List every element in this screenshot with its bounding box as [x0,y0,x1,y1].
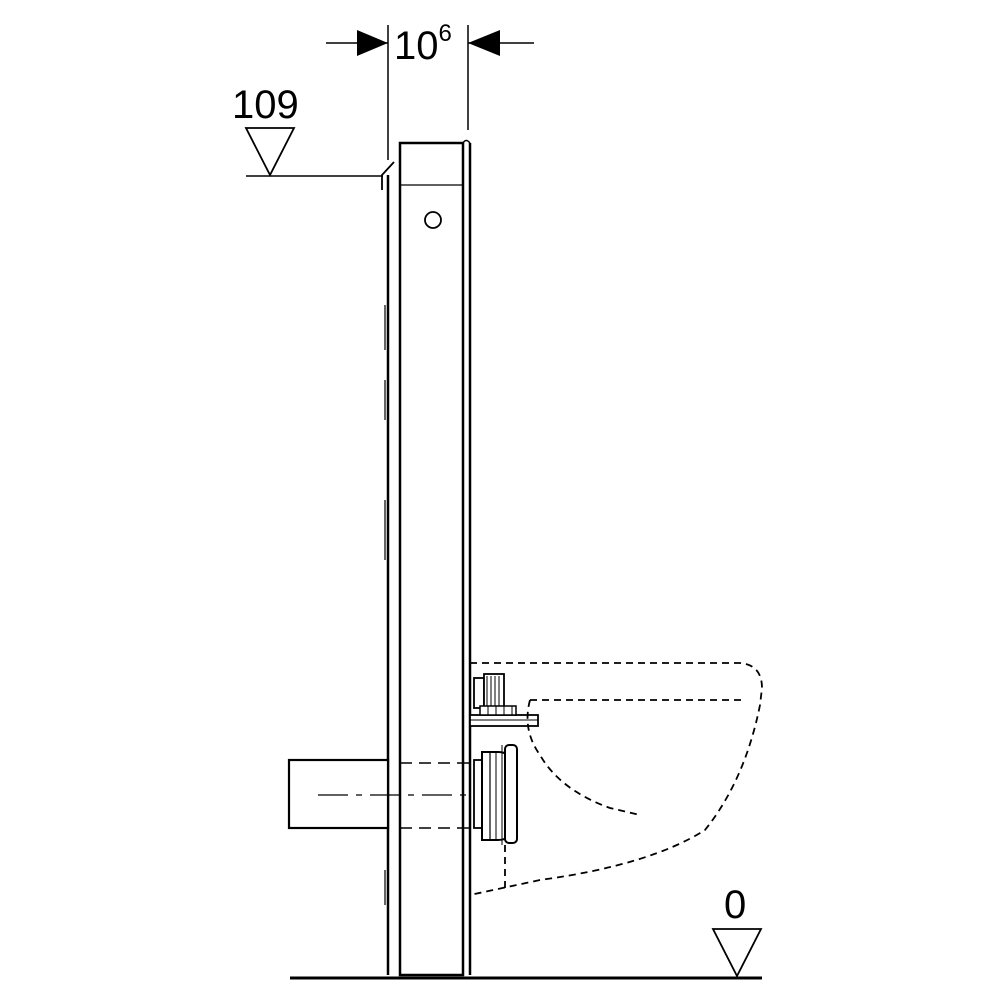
depth-dimension: 106 [326,20,534,160]
drain-pipe [287,758,490,830]
depth-arrow-right-icon [468,30,500,56]
drain-pipe-rear [287,758,390,830]
mounting-nut [479,705,517,716]
depth-dimension-base: 10 [394,24,439,68]
wc-bowl-interior [526,699,641,816]
drain-connector [473,744,518,845]
top-level-label: 109 [232,83,299,127]
depth-dimension-superscript: 6 [439,20,452,47]
top-level-triangle-icon [244,127,296,177]
drain-connector-seal [504,744,518,844]
top-level-marker: 109 [232,83,383,177]
wc-mounting [469,673,539,727]
depth-dimension-label: 106 [394,20,452,68]
supply-port-icon [424,211,442,229]
mounting-stud-base [473,677,485,709]
installation-module [381,139,472,977]
module-body [398,141,465,977]
drain-connector-flange [473,759,483,829]
depth-arrow-left-icon [357,30,388,56]
module-top-bevel [381,161,395,190]
floor-level-label: 0 [724,883,746,927]
floor-level-triangle-icon [711,928,763,978]
module-front-cap [462,139,471,144]
wc-outer-contour [469,662,763,896]
wc-bowl-outline [469,662,763,896]
floor-level-marker: 0 [290,883,763,980]
